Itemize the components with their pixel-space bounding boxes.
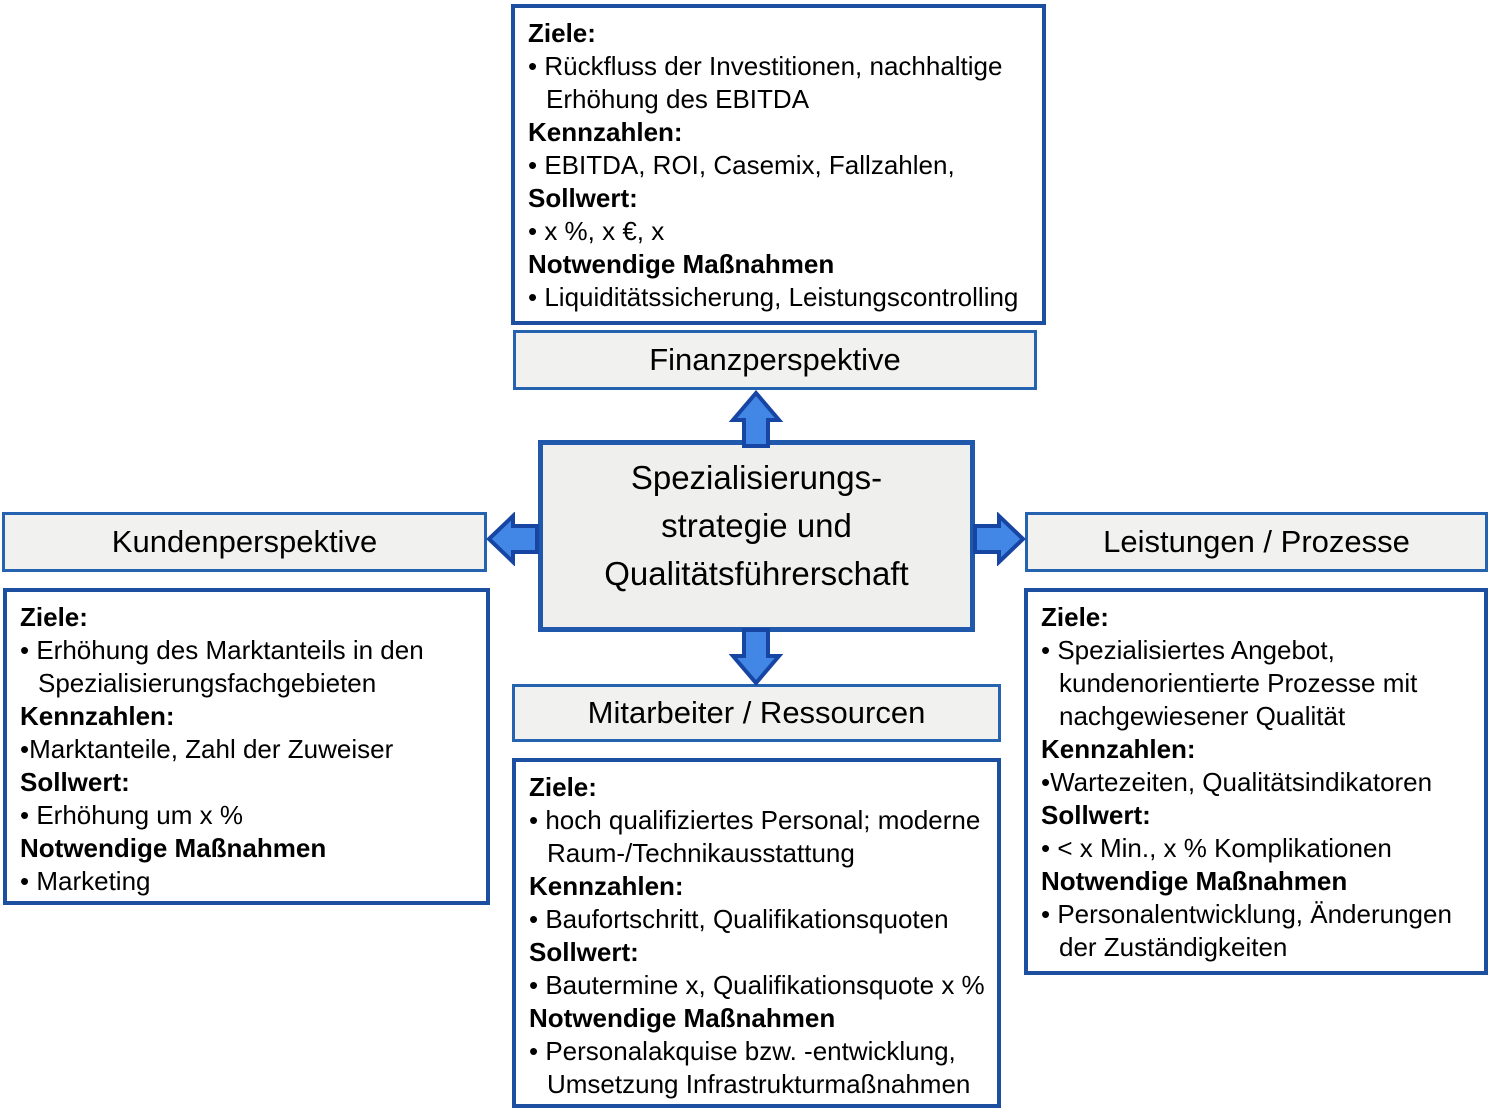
text-line: • Bautermine x, Qualifikationsquote x %: [529, 970, 985, 1000]
section-label: Kennzahlen:: [1041, 734, 1196, 764]
section-label: Sollwert:: [1041, 800, 1151, 830]
text-line: Raum-/Technikausstattung: [547, 838, 855, 868]
employees-resources-header: Mitarbeiter / Ressourcen: [512, 684, 1001, 742]
text-line: •Wartezeiten, Qualitätsindikatoren: [1041, 767, 1433, 797]
customer-perspective-header: Kundenperspektive: [2, 512, 487, 572]
section-label: Sollwert:: [528, 183, 638, 213]
header-label: Kundenperspektive: [111, 524, 378, 559]
text-line: • x %, x €, x: [528, 216, 665, 246]
services-detail-box: Ziele: • Spezialisiertes Angebot, kunden…: [1024, 588, 1488, 975]
section-label: Ziele:: [1041, 602, 1109, 632]
text-line: • Marketing: [20, 866, 151, 896]
text-line: kundenorientierte Prozesse mit: [1059, 668, 1418, 698]
customer-detail-box: Ziele: • Erhöhung des Marktanteils in de…: [3, 588, 490, 905]
text-line: • Rückfluss der Investitionen, nachhalti…: [528, 51, 1003, 81]
employees-detail-box: Ziele: • hoch qualifiziertes Personal; m…: [512, 758, 1001, 1108]
section-label: Ziele:: [529, 772, 597, 802]
text-line: Umsetzung Infrastrukturmaßnahmen: [547, 1069, 971, 1099]
section-label: Sollwert:: [529, 937, 639, 967]
text-line: •Marktanteile, Zahl der Zuweiser: [20, 734, 394, 764]
header-label: Leistungen / Prozesse: [1103, 524, 1410, 559]
section-label: Sollwert:: [20, 767, 130, 797]
text-line: Erhöhung des EBITDA: [546, 84, 810, 114]
center-strategy-box: Spezialisierungs- strategie und Qualität…: [538, 440, 975, 632]
header-label: Finanzperspektive: [649, 342, 901, 377]
text-line: • hoch qualifiziertes Personal; moderne: [529, 805, 981, 835]
text-line: • Spezialisiertes Angebot,: [1041, 635, 1335, 665]
header-label: Mitarbeiter / Ressourcen: [587, 695, 926, 730]
section-label: Kennzahlen:: [528, 117, 683, 147]
center-line: Qualitätsführerschaft: [604, 555, 909, 592]
text-line: • Personalentwicklung, Änderungen: [1041, 899, 1452, 929]
text-line: der Zuständigkeiten: [1059, 932, 1288, 962]
arrow-down-icon: [728, 628, 784, 686]
text-line: • < x Min., x % Komplikationen: [1041, 833, 1392, 863]
section-label: Notwendige Maßnahmen: [529, 1003, 836, 1033]
arrow-up-icon: [728, 390, 784, 448]
section-label: Notwendige Maßnahmen: [1041, 866, 1348, 896]
text-line: • Personalakquise bzw. -entwicklung,: [529, 1036, 956, 1066]
section-label: Kennzahlen:: [20, 701, 175, 731]
text-line: • Liquiditätssicherung, Leistungscontrol…: [528, 282, 1019, 312]
text-line: Spezialisierungsfachgebieten: [38, 668, 377, 698]
section-label: Ziele:: [528, 18, 596, 48]
finance-detail-box: Ziele: • Rückfluss der Investitionen, na…: [511, 4, 1046, 325]
section-label: Kennzahlen:: [529, 871, 684, 901]
section-label: Notwendige Maßnahmen: [20, 833, 327, 863]
arrow-left-icon: [486, 512, 539, 566]
center-line: strategie und: [661, 507, 852, 544]
text-line: • Erhöhung des Marktanteils in den: [20, 635, 424, 665]
arrow-right-icon: [973, 512, 1026, 566]
text-line: nachgewiesener Qualität: [1059, 701, 1346, 731]
section-label: Notwendige Maßnahmen: [528, 249, 835, 279]
section-label: Ziele:: [20, 602, 88, 632]
text-line: • EBITDA, ROI, Casemix, Fallzahlen,: [528, 150, 955, 180]
center-line: Spezialisierungs-: [630, 459, 883, 496]
text-line: • Erhöhung um x %: [20, 800, 243, 830]
finance-perspective-header: Finanzperspektive: [513, 330, 1037, 390]
text-line: • Baufortschritt, Qualifikationsquoten: [529, 904, 949, 934]
services-processes-header: Leistungen / Prozesse: [1025, 512, 1488, 572]
